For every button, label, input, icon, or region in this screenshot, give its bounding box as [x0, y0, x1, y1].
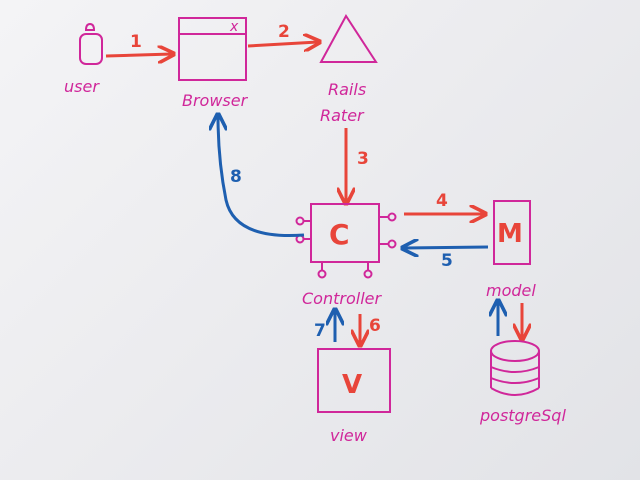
arrow-3: 3 — [346, 128, 369, 202]
view-node: V view — [317, 348, 391, 445]
arrow-2-label: 2 — [278, 22, 290, 42]
view-label: view — [330, 426, 368, 445]
arrow-8-label: 8 — [230, 167, 242, 187]
router-label-line2: Rater — [320, 106, 365, 125]
model-label: model — [486, 281, 536, 300]
database-cylinder-icon — [490, 340, 540, 396]
router-label-line1: Rails — [328, 80, 366, 99]
person-icon — [79, 22, 103, 65]
database-label: postgreSql — [479, 406, 566, 425]
model-box — [493, 200, 531, 265]
browser-window-icon — [178, 17, 247, 81]
chip-box — [295, 203, 397, 279]
arrow-4: 4 — [404, 191, 484, 214]
controller-node: C Controller — [295, 203, 397, 308]
view-letter: V — [342, 370, 362, 400]
arrow-1: 1 — [105, 32, 172, 56]
arrow-6: 6 — [360, 314, 381, 344]
browser-node: x Browser — [178, 17, 249, 110]
database-node: postgreSql — [479, 340, 566, 425]
arrow-5: 5 — [404, 247, 489, 271]
arrow-1-label: 1 — [130, 32, 142, 52]
browser-close-mark: x — [229, 19, 239, 35]
view-box — [317, 348, 391, 413]
arrow-8: 8 — [218, 116, 305, 238]
controller-label: Controller — [302, 289, 382, 308]
model-node: M model — [486, 200, 536, 300]
user-node: user — [64, 22, 103, 96]
arrow-7: 7 — [314, 311, 335, 342]
arrow-5-label: 5 — [441, 251, 453, 271]
user-label: user — [64, 77, 100, 96]
arrow-4-label: 4 — [436, 191, 448, 211]
arrow-3-label: 3 — [357, 149, 369, 169]
triangle-icon — [319, 14, 378, 63]
arrow-6-label: 6 — [369, 316, 381, 336]
arrow-2: 2 — [247, 22, 318, 46]
browser-label: Browser — [182, 91, 249, 110]
router-node: Rails Rater — [319, 14, 378, 125]
model-letter: M — [497, 219, 523, 249]
model-db-arrows — [498, 302, 522, 338]
controller-letter: C — [329, 218, 350, 251]
arrow-7-label: 7 — [314, 321, 326, 341]
